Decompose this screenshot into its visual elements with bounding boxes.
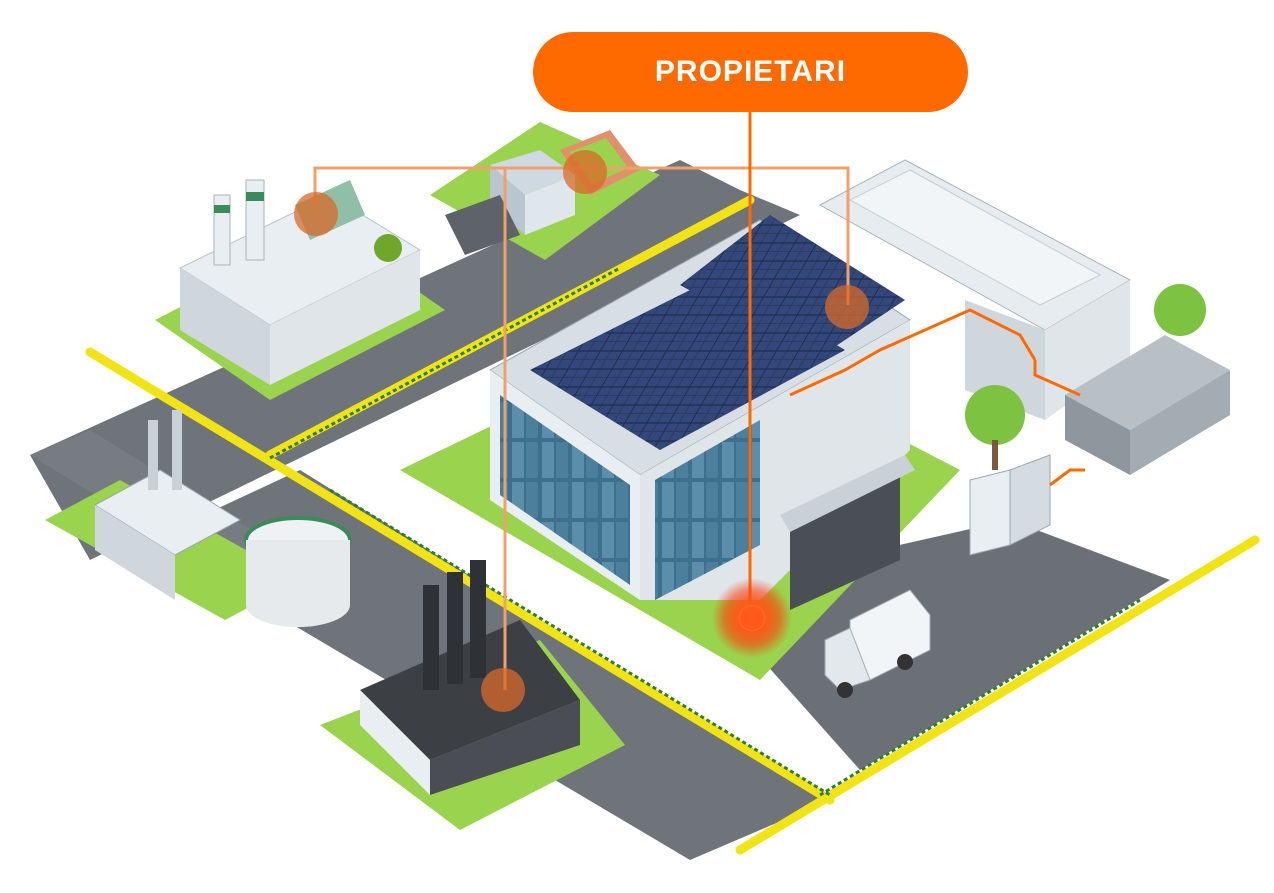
tree (374, 234, 402, 262)
truck-wheel (897, 654, 913, 670)
factory-roof (360, 620, 580, 760)
hub-core (740, 606, 764, 630)
warehouse-side (1045, 280, 1130, 420)
plant-front (180, 268, 270, 385)
cabinet-side (1009, 454, 1051, 546)
main-building (400, 215, 960, 680)
battery-container (965, 284, 1230, 475)
thermal-plant-marker[interactable] (294, 192, 338, 236)
thermal-plant (155, 179, 445, 400)
chimney-band (214, 205, 230, 213)
tree-trunk (992, 440, 998, 470)
chimney (470, 560, 486, 678)
main-road (30, 160, 800, 560)
truck-cab (824, 627, 871, 691)
loading-canopy (780, 455, 915, 532)
chimney-band (246, 192, 264, 201)
tree (1154, 284, 1206, 336)
warehouse-roof-ridges (848, 169, 1102, 306)
chimney (447, 572, 463, 684)
owners-label-button[interactable]: PROPIETARI (533, 32, 968, 112)
container-front (1065, 395, 1130, 475)
delivery-truck (824, 589, 931, 698)
tree (965, 385, 1025, 445)
power-cables (789, 308, 1085, 487)
campus-building-front (490, 165, 525, 235)
warehouse-marker[interactable] (825, 285, 869, 329)
plant-side (270, 250, 420, 385)
chimney (423, 585, 439, 690)
factory (320, 560, 625, 830)
power-plant (45, 410, 352, 627)
electrical-cabinet (969, 454, 1051, 556)
factory-side (430, 700, 580, 795)
campus-parking (445, 195, 520, 255)
storage-tank-base (246, 583, 350, 627)
campus-building (490, 150, 575, 195)
owners-label-text: PROPIETARI (654, 55, 847, 88)
campus-building-side (525, 175, 575, 235)
cable (269, 266, 621, 460)
container-top (1065, 335, 1230, 430)
building-side-glass (655, 420, 760, 600)
chimney (172, 410, 182, 490)
factory-front (360, 690, 430, 795)
power-cable (1049, 468, 1085, 487)
office-campus-marker[interactable] (563, 150, 607, 194)
cabinet-front (969, 469, 1011, 556)
power-cable (789, 308, 1037, 397)
loading-door (790, 470, 900, 610)
factory-marker[interactable] (481, 668, 525, 712)
truck-wheel (837, 682, 853, 698)
power-plant-front (95, 505, 175, 600)
road-line (735, 535, 1260, 855)
power-plant-body (94, 469, 241, 556)
container-side (1130, 370, 1230, 475)
cable-lines (269, 266, 1141, 797)
building-front-glass (500, 395, 630, 585)
power-cable (1033, 360, 1081, 397)
chimney (148, 420, 158, 490)
